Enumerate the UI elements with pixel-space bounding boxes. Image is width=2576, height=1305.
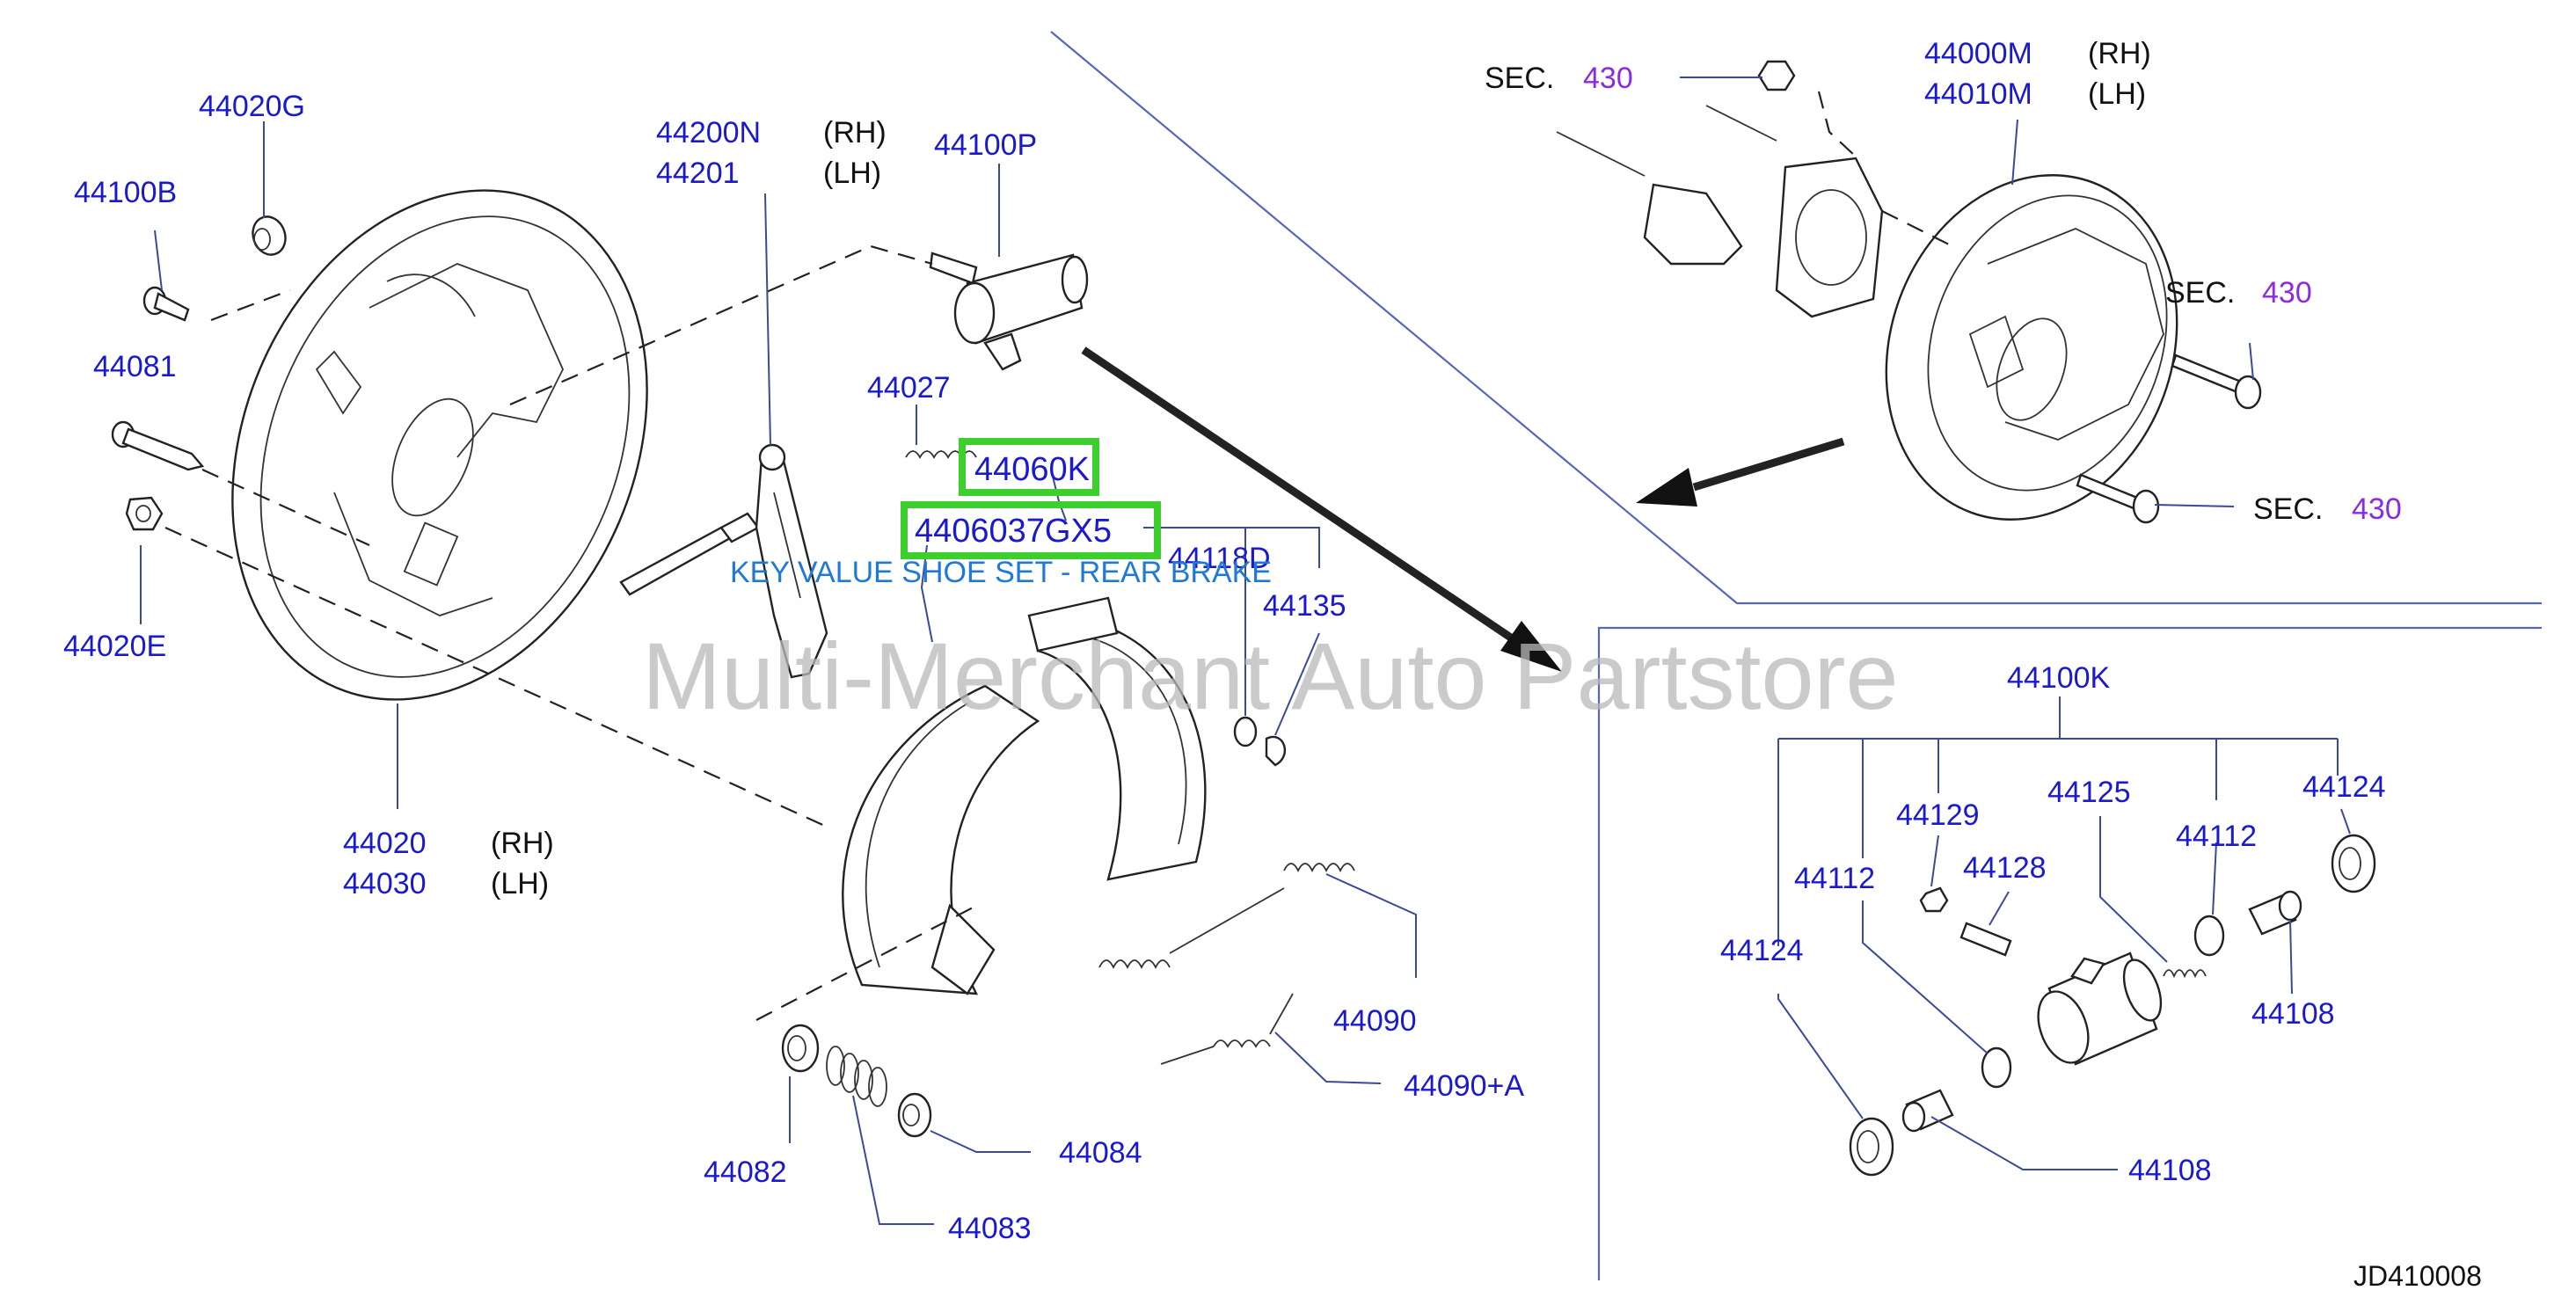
highlight-4406037GX5-text: 4406037GX5 (915, 513, 1112, 550)
axle-hub-assembly (1556, 60, 1884, 318)
label-44030[interactable]: 44030 (343, 867, 427, 900)
brake-shoe-rear (1027, 596, 1207, 881)
cup-44084 (897, 1092, 932, 1138)
label-44084[interactable]: 44084 (1059, 1136, 1142, 1170)
label-44027[interactable]: 44027 (867, 371, 951, 405)
side-rh-44200N: (RH) (823, 116, 887, 149)
highlight-44060K-text: 44060K (974, 451, 1090, 488)
label-44020[interactable]: 44020 (343, 827, 427, 860)
drawing-code: JD410008 (2353, 1260, 2482, 1292)
cup-44082 (781, 1024, 820, 1073)
sec-430-mid[interactable]: 430 (2262, 276, 2312, 310)
label-44010M[interactable]: 44010M (1924, 77, 2032, 111)
label-44020E[interactable]: 44020E (63, 630, 166, 663)
side-rh-44000M: (RH) (2088, 37, 2151, 70)
nut-44020E (125, 496, 164, 531)
label-44124-right[interactable]: 44124 (2302, 770, 2386, 804)
wheel-cylinder-exploded (2037, 951, 2163, 1066)
label-44128[interactable]: 44128 (1963, 851, 2047, 885)
label-44100K[interactable]: 44100K (2007, 661, 2111, 695)
label-44100B[interactable]: 44100B (74, 176, 177, 209)
label-44100P[interactable]: 44100P (934, 128, 1037, 162)
side-lh-44030: (LH) (491, 867, 549, 900)
highlight-4406037GX5[interactable]: 4406037GX5 (901, 501, 1161, 559)
label-44020G[interactable]: 44020G (199, 90, 305, 123)
assembly-dashes-left (164, 244, 977, 1021)
highlight-44060K[interactable]: 44060K (959, 438, 1099, 496)
label-44090A[interactable]: 44090+A (1404, 1069, 1524, 1103)
label-44125[interactable]: 44125 (2047, 776, 2131, 809)
side-lh-44010M: (LH) (2088, 77, 2146, 111)
backing-plate (231, 189, 648, 701)
label-44081[interactable]: 44081 (93, 350, 177, 383)
watermark: Multi-Merchant Auto Partstore (642, 623, 1899, 729)
label-44090[interactable]: 44090 (1333, 1004, 1417, 1038)
dust-boot-44124-left (1849, 1117, 1894, 1177)
wheel-cylinder-44100P (929, 252, 1089, 371)
sec-label-mid: SEC. (2165, 276, 2235, 310)
washer-44118D (1233, 716, 1258, 747)
label-44108-left[interactable]: 44108 (2128, 1154, 2212, 1187)
bolt-sec430-upper (2171, 354, 2262, 410)
label-44083[interactable]: 44083 (948, 1212, 1032, 1245)
sec-label-low: SEC. (2253, 492, 2323, 526)
dust-boot-44124-right (2331, 834, 2376, 893)
brake-assembly-complete (1881, 174, 2178, 521)
leader-lines (140, 77, 2351, 1225)
panel-frame (1050, 31, 2542, 1280)
spring-44125 (2163, 969, 2207, 979)
spring-44083 (826, 1046, 887, 1107)
label-44201[interactable]: 44201 (656, 157, 740, 190)
piston-44108-right (2248, 890, 2302, 936)
label-44108-right[interactable]: 44108 (2251, 997, 2335, 1031)
label-44118D[interactable]: 44118D (1168, 542, 1271, 575)
label-44112-left[interactable]: 44112 (1794, 862, 1875, 895)
adjuster-lever (619, 443, 828, 679)
sec-430-top[interactable]: 430 (1583, 62, 1633, 95)
spring-44090 (1098, 863, 1355, 970)
brake-shoe-front (842, 684, 1040, 995)
label-44082[interactable]: 44082 (704, 1156, 787, 1189)
label-44000M[interactable]: 44000M (1924, 37, 2032, 70)
label-44124-left[interactable]: 44124 (1720, 934, 1804, 967)
spring-44090A (1160, 993, 1294, 1065)
arrow-to-detail[interactable] (1081, 346, 1562, 672)
arrow-to-assembly[interactable] (1636, 437, 1845, 507)
cup-44112-left (1981, 1046, 2012, 1089)
bleeder-cap-44129 (1919, 886, 1949, 913)
label-44129[interactable]: 44129 (1896, 798, 1980, 832)
label-44112-right[interactable]: 44112 (2176, 820, 2257, 853)
bleeder-screw-44128 (1959, 922, 2012, 957)
bolt-44100B (142, 286, 190, 322)
label-44135[interactable]: 44135 (1263, 589, 1346, 623)
part-labels: 44020G 44100B 44081 44020E 44020 (RH) 44… (63, 37, 2402, 1245)
cup-44112-right (2193, 915, 2225, 957)
clip-44135 (1265, 735, 1286, 767)
side-lh-44201: (LH) (823, 157, 881, 190)
side-rh-44020: (RH) (491, 827, 554, 860)
piston-44108-left (1901, 1089, 1954, 1133)
bolt-sec430-lower (2076, 473, 2160, 524)
pin-44081 (111, 420, 205, 471)
sec-430-low[interactable]: 430 (2352, 492, 2402, 526)
sec-label-top: SEC. (1485, 62, 1554, 95)
shoe-set-description: KEY VALUE SHOE SET - REAR BRAKE (730, 556, 1272, 589)
fastener-44020G (252, 215, 287, 256)
label-44200N[interactable]: 44200N (656, 116, 761, 149)
